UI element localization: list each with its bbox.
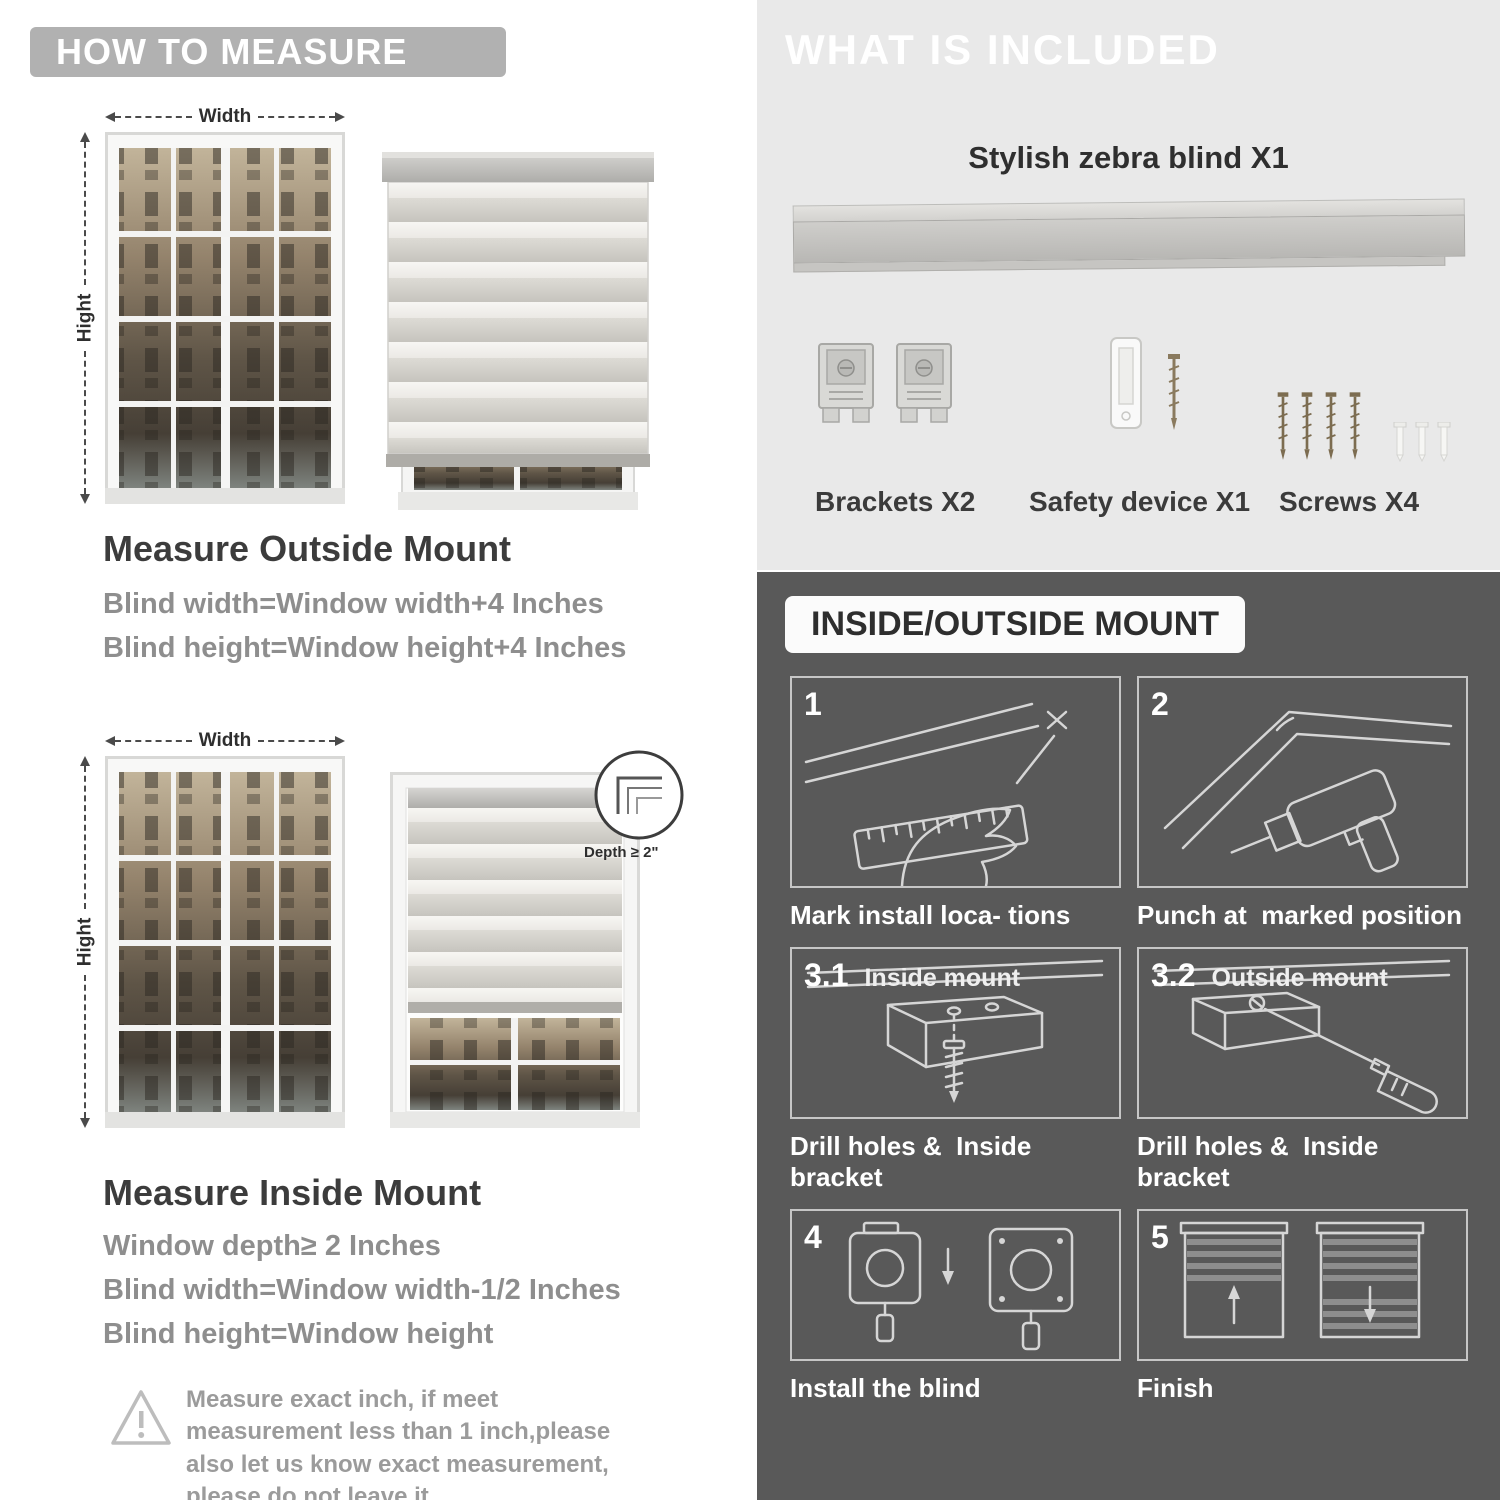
screws-label: Screws X4 — [1279, 486, 1420, 517]
brackets-illustration — [815, 338, 955, 430]
inside-mount-heading: Measure Inside Mount — [103, 1172, 482, 1213]
height-measure-inside: Hight — [72, 756, 98, 1128]
step-3-1-caption: Drill holes & Inside bracket — [790, 1131, 1039, 1192]
step-number: 3.2 — [1151, 957, 1196, 993]
window-illustration-outside — [105, 132, 345, 504]
inside-rule-1: Window depth≥ 2 Inches — [103, 1230, 441, 1262]
zebra-blind-headrail-illustration — [792, 198, 1466, 273]
step-3-1-panel: 3.1 Inside mount — [790, 947, 1121, 1119]
mount-step-5: 5 — [1137, 1209, 1468, 1404]
arrow-right-icon — [335, 112, 345, 122]
step-number: 2 — [1151, 686, 1169, 722]
width-measure-inside: Width — [105, 730, 345, 751]
step-number: 1 — [804, 686, 822, 722]
arrow-down-icon — [80, 1118, 90, 1128]
safety-device-label: Safety device X1 — [1029, 486, 1251, 517]
arrow-up-icon — [80, 756, 90, 766]
bracket-icon — [896, 343, 952, 423]
screw-icon — [1168, 354, 1180, 430]
product-label: Stylish zebra blind X1 — [968, 140, 1289, 175]
what-is-included-title: WHAT IS INCLUDED — [785, 26, 1220, 73]
arrow-left-icon — [105, 112, 115, 122]
arrow-down-icon — [80, 494, 90, 504]
zebra-blind-inside-illustration — [390, 772, 640, 1128]
step-number: 4 — [804, 1219, 822, 1255]
step-1-caption: Mark install loca- tions — [790, 900, 1071, 930]
height-label: Hight — [74, 917, 96, 967]
step-2-caption: Punch at marked position — [1137, 900, 1463, 930]
inside-bracket-art — [806, 959, 1104, 1103]
screw-icon — [1349, 392, 1361, 460]
inside-rule-2: Blind width=Window width-1/2 Inches — [103, 1274, 621, 1306]
bracket-icon — [818, 343, 874, 423]
safety-device-icon — [1110, 337, 1142, 429]
window-illustration-inside — [105, 756, 345, 1128]
height-label: Hight — [74, 293, 96, 343]
step-3-2-caption: Drill holes & Inside bracket — [1137, 1131, 1386, 1192]
mount-step-4: 4 — [790, 1209, 1121, 1404]
outside-mount-heading: Measure Outside Mount — [103, 528, 512, 569]
inside-rule-3: Blind height=Window height — [103, 1318, 494, 1350]
mount-step-3-1: 3.1 Inside mount — [790, 947, 1121, 1193]
mark-locations-art — [804, 702, 1068, 886]
mount-step-2: 2 Punch at marked position — [1137, 676, 1468, 931]
wall-anchor-icon — [1437, 422, 1451, 462]
step-5-panel: 5 — [1137, 1209, 1468, 1361]
width-measure-outside: Width — [105, 106, 345, 127]
step-3-2-panel: 3.2 Outside mount — [1137, 947, 1468, 1119]
safety-device-illustration — [1105, 336, 1183, 432]
wall-anchor-icon — [1393, 422, 1407, 462]
screw-icon — [1325, 392, 1337, 460]
step-inner-label: Inside mount — [864, 964, 1021, 992]
screw-icon — [1301, 392, 1313, 460]
step-number: 5 — [1151, 1219, 1169, 1255]
width-label: Width — [198, 106, 252, 127]
warning-icon — [111, 1390, 171, 1445]
install-blind-art — [848, 1221, 1074, 1351]
measure-warning-text: Measure exact inch, if meet measurement … — [186, 1386, 611, 1500]
step-4-caption: Install the blind — [790, 1373, 981, 1403]
arrow-left-icon — [105, 736, 115, 746]
wall-anchor-icon — [1415, 422, 1429, 462]
step-2-panel: 2 — [1137, 676, 1468, 888]
step-1-panel: 1 — [790, 676, 1121, 888]
outside-bracket-art — [1153, 959, 1451, 1114]
mount-step-1: 1 Mark install loca- tions — [790, 676, 1121, 931]
how-to-measure-title: HOW TO MEASURE — [56, 31, 408, 72]
screws-illustration — [1275, 392, 1451, 462]
arrow-up-icon — [80, 132, 90, 142]
height-measure-outside: Hight — [72, 132, 98, 504]
outside-rule-2: Blind height=Window height+4 Inches — [103, 632, 627, 664]
mount-step-3-2: 3.2 Outside mount — [1137, 947, 1468, 1193]
depth-note: Depth ≥ 2" — [584, 844, 659, 861]
drill-art — [1163, 710, 1453, 873]
outside-rule-1: Blind width=Window width+4 Inches — [103, 588, 604, 620]
screw-icon — [1277, 392, 1289, 460]
step-inner-label: Outside mount — [1211, 964, 1388, 992]
step-5-caption: Finish — [1137, 1373, 1214, 1403]
zebra-blind-outside-illustration — [382, 152, 654, 510]
arrow-right-icon — [335, 736, 345, 746]
mount-steps-grid: 1 Mark install loca- tions — [790, 676, 1468, 1420]
mount-guide-section: INSIDE/OUTSIDE MOUNT 1 — [757, 572, 1500, 1500]
depth-callout-circle — [594, 750, 684, 840]
width-label: Width — [198, 730, 252, 751]
brackets-label: Brackets X2 — [815, 486, 976, 517]
finish-art — [1179, 1221, 1425, 1339]
step-4-panel: 4 — [790, 1209, 1121, 1361]
how-to-measure-banner: HOW TO MEASURE — [30, 27, 506, 77]
mount-guide-title: INSIDE/OUTSIDE MOUNT — [785, 596, 1246, 653]
what-is-included-section: WHAT IS INCLUDED Stylish zebra blind X1 — [757, 0, 1500, 570]
step-number: 3.1 — [804, 957, 849, 993]
